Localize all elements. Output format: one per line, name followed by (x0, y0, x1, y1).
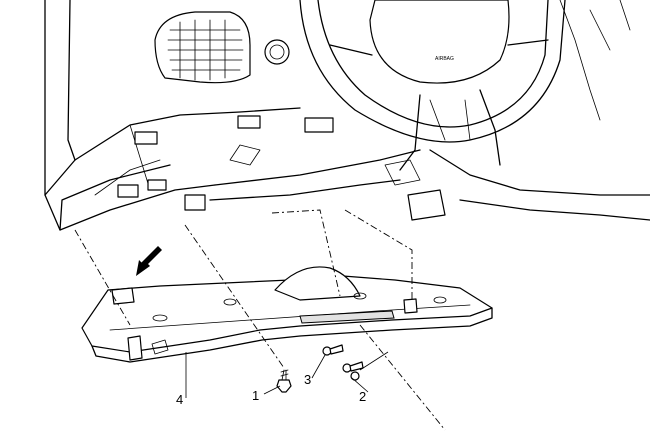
instrument-panel (44, 0, 650, 231)
screw-3 (322, 344, 344, 356)
dash-clips (117, 115, 446, 221)
callout-3: 3 (304, 372, 311, 387)
bolt-1 (276, 369, 292, 393)
alignment-lines (74, 209, 446, 431)
callout-4: 4 (176, 392, 183, 407)
screw-2 (342, 361, 364, 381)
steering-wheel: AIRBAG (299, 0, 566, 171)
rotary-knob (264, 39, 290, 65)
bold-arrow-down-left-icon (136, 246, 162, 276)
leader-lines (185, 351, 389, 398)
airbag-text: AIRBAG (435, 56, 454, 62)
callout-1: 1 (252, 388, 259, 403)
air-vent (154, 11, 251, 84)
callout-2: 2 (359, 389, 366, 404)
knee-bolster-panel (81, 266, 493, 363)
